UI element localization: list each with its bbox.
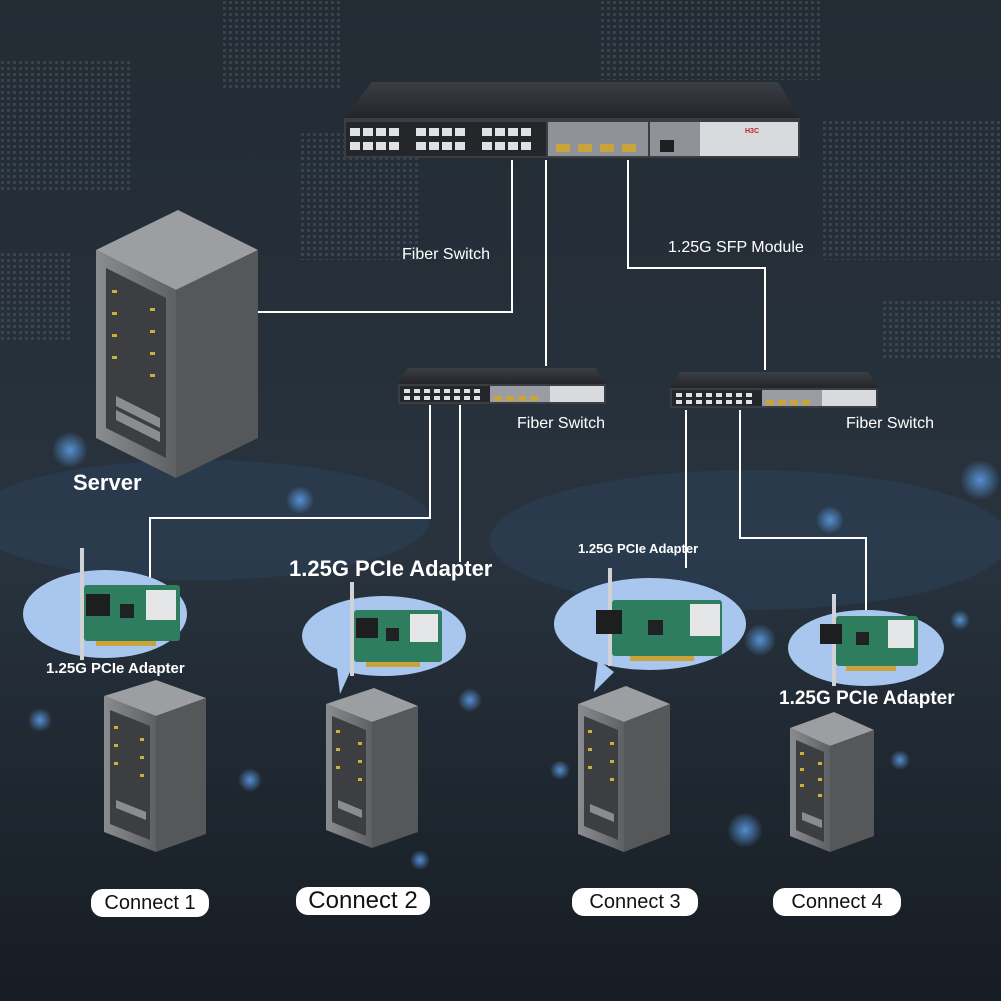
- adapter-bubble-1: [23, 548, 187, 660]
- link-switch-server: [258, 160, 513, 313]
- connect-1-badge: Connect 1: [91, 889, 209, 917]
- connect-4-badge: Connect 4: [773, 888, 901, 916]
- label-adapter-1: 1.25G PCIe Adapter: [46, 660, 185, 677]
- city-lights: [0, 432, 1001, 870]
- connect-2-badge: Connect 2: [296, 887, 430, 915]
- label-adapter-4: 1.25G PCIe Adapter: [779, 688, 955, 709]
- link-switch-right-switch: [627, 160, 766, 370]
- label-server: Server: [73, 470, 142, 495]
- label-sfp-module: 1.25G SFP Module: [668, 239, 804, 256]
- label-adapter-2: 1.25G PCIe Adapter: [289, 556, 493, 581]
- left-fiber-switch: [398, 368, 606, 404]
- client-server-3: [578, 686, 670, 852]
- label-fiber-switch-right: Fiber Switch: [846, 415, 935, 432]
- adapter-bubble-2: [302, 582, 466, 694]
- link-right-switch-adapter-4: [739, 410, 867, 612]
- fiber-links: [149, 160, 867, 612]
- client-server-2: [326, 688, 418, 848]
- main-fiber-switch: H3C: [344, 82, 800, 158]
- adapter-bubble-3: [554, 568, 746, 692]
- client-server-1: [104, 680, 206, 852]
- link-left-switch-adapter-1: [149, 405, 431, 583]
- server-tower: [96, 210, 258, 478]
- connect-3-badge: Connect 3: [572, 888, 698, 916]
- right-fiber-switch: [670, 372, 878, 408]
- client-server-4: [790, 712, 874, 852]
- label-fiber-switch-left: Fiber Switch: [517, 415, 606, 432]
- switch-brand-logo: H3C: [745, 128, 759, 135]
- adapter-bubble-4: [788, 594, 944, 686]
- label-adapter-3: 1.25G PCIe Adapter: [578, 541, 699, 556]
- label-fiber-switch-top: Fiber Switch: [402, 246, 491, 263]
